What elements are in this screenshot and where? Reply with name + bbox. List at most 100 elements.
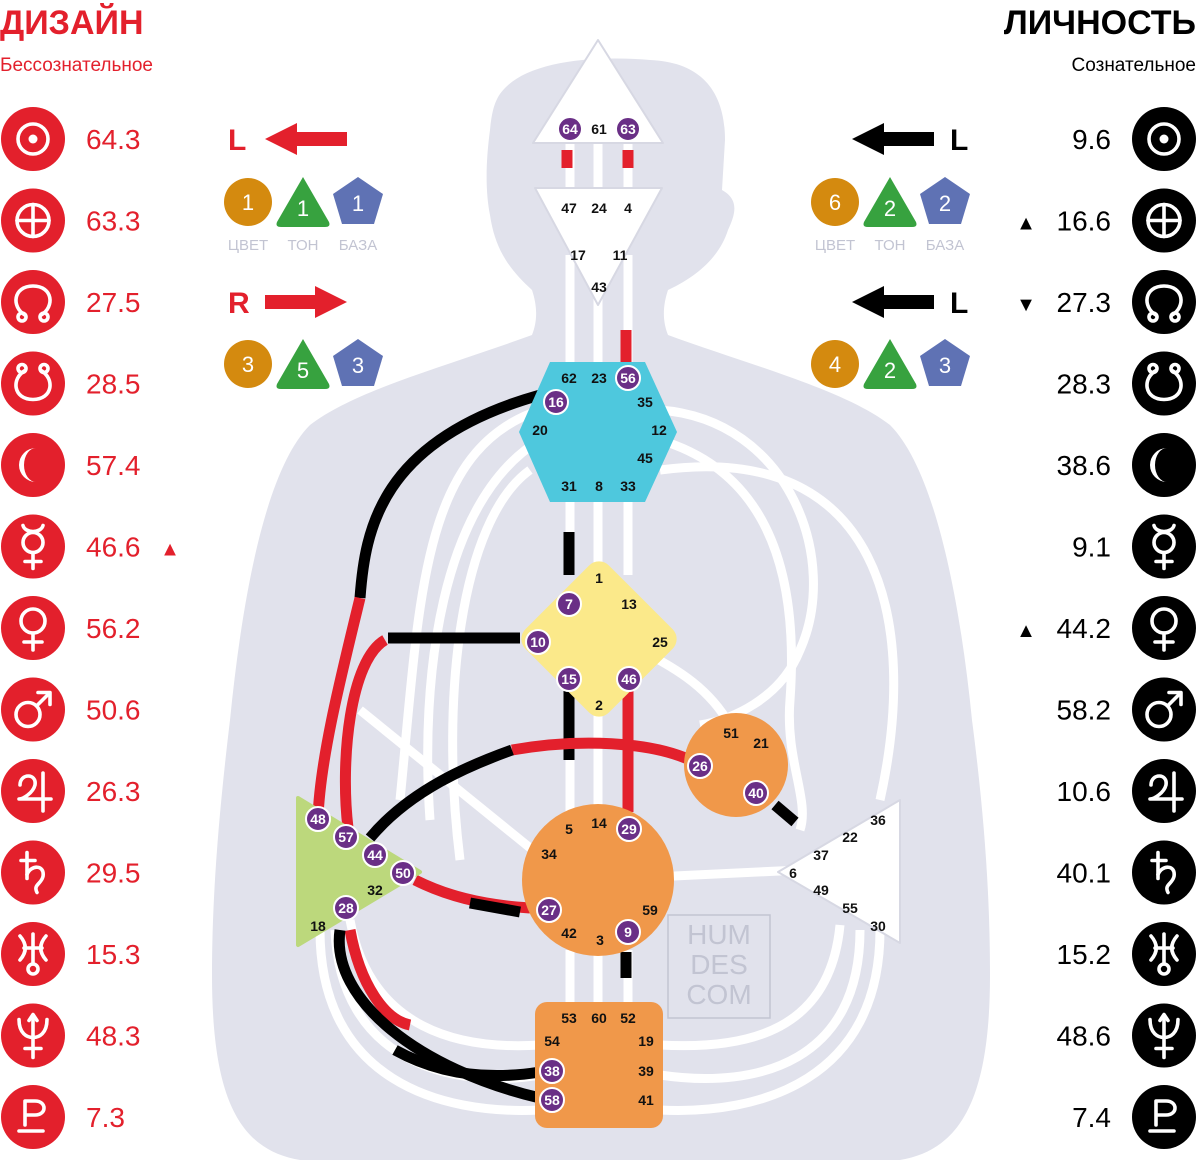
design-planet-value: 50.6 [86, 695, 141, 726]
moon-icon [1132, 433, 1196, 497]
uranus-icon [1, 922, 65, 986]
gate-label-19: 19 [638, 1033, 654, 1049]
gate-59: 59 [642, 902, 658, 918]
gate-12: 12 [651, 422, 667, 438]
mercury-icon [1, 514, 65, 579]
design-planet-row: 56.2 [1, 596, 141, 660]
personality-planet-mark: ▲ [1016, 213, 1036, 235]
gate-label-20: 20 [532, 422, 548, 438]
personality-planet-row: 15.2 [1057, 922, 1196, 986]
design-planet-mark: ▲ [160, 539, 180, 561]
gate-7: 7 [556, 591, 582, 617]
gate-19: 19 [638, 1033, 654, 1049]
south-node-icon [1132, 351, 1196, 416]
gate-label-51: 51 [723, 725, 739, 741]
gate-30: 30 [870, 918, 886, 934]
ajna-center [534, 187, 663, 306]
gate-label-52: 52 [620, 1010, 636, 1026]
gate-label-13: 13 [621, 596, 637, 612]
gate-43: 43 [591, 279, 607, 295]
gate-label-23: 23 [591, 370, 607, 386]
gate-63: 63 [615, 116, 641, 142]
color-value: 1 [242, 190, 254, 215]
sacral-center [522, 804, 674, 956]
personality-title: ЛИЧНОСТЬ [1004, 4, 1196, 42]
design-planet-value: 46.6 [86, 532, 141, 563]
personality-planet-row: 7.4 [1072, 1085, 1196, 1149]
gate-31: 31 [561, 478, 577, 494]
gate-label-30: 30 [870, 918, 886, 934]
gate-14: 14 [591, 815, 607, 831]
gate-37: 37 [813, 847, 829, 863]
watermark: HUM DES COM [667, 914, 771, 1019]
gate-13: 13 [621, 596, 637, 612]
north-node-icon [1, 270, 65, 334]
label-tone: ТОН [288, 237, 319, 254]
personality-planet-value: 38.6 [1057, 450, 1112, 481]
gate-49: 49 [813, 882, 829, 898]
gate-label-40: 40 [748, 785, 764, 801]
gate-label-38: 38 [544, 1063, 560, 1079]
gate-label-10: 10 [530, 634, 546, 650]
gate-label-16: 16 [548, 394, 564, 410]
gate-label-63: 63 [620, 121, 636, 137]
color-circle: 4 [811, 340, 859, 388]
gate-9: 9 [615, 919, 641, 945]
design-title: ДИЗАЙН [0, 3, 144, 42]
saturn-icon [1132, 840, 1196, 905]
gate-10: 10 [525, 629, 551, 655]
gate-label-6: 6 [789, 865, 797, 881]
gate-27: 27 [536, 897, 562, 923]
earth-icon [1132, 188, 1196, 253]
defined-channels [312, 150, 799, 1104]
personality-planet-value: 44.2 [1057, 613, 1112, 644]
gate-label-53: 53 [561, 1010, 577, 1026]
gate-42: 42 [561, 925, 577, 941]
gate-35: 35 [637, 394, 653, 410]
gate-label-14: 14 [591, 815, 607, 831]
gate-label-11: 11 [613, 247, 628, 263]
gate-label-59: 59 [642, 902, 658, 918]
personality-planet-mark: ▼ [1016, 294, 1036, 316]
venus-icon [1, 596, 65, 660]
gate-label-57: 57 [338, 829, 354, 845]
gate-label-4: 4 [624, 200, 632, 216]
personality-planet-row: 9.1 [1072, 514, 1196, 579]
design-planet-row: 27.5 [1, 270, 141, 334]
design-bottom-letter: R [228, 287, 250, 320]
color-value: 3 [242, 352, 254, 377]
tone-value: 5 [297, 358, 309, 383]
personality-planet-row: 44.2 ▲ [1016, 596, 1196, 660]
base-value: 1 [352, 191, 364, 216]
gate-label-60: 60 [591, 1010, 607, 1026]
design-top-letter: L [228, 124, 246, 157]
personality-planet-row: 10.6 [1057, 759, 1196, 823]
tone-triangle: 2 [863, 177, 917, 227]
mars-icon [1, 677, 65, 742]
base-pentagon: 3 [333, 339, 383, 386]
personality-planet-value: 48.6 [1057, 1021, 1112, 1052]
gate-28: 28 [333, 895, 359, 921]
personality-bottom-letter: L [950, 287, 968, 320]
design-planet-value: 29.5 [86, 858, 141, 889]
gate-8: 8 [595, 478, 603, 494]
personality-planet-value: 27.3 [1057, 287, 1112, 318]
base-pentagon: 1 [333, 177, 383, 224]
gate-4: 4 [624, 200, 632, 216]
gate-label-58: 58 [544, 1092, 560, 1108]
svg-text:DES: DES [690, 949, 748, 980]
gate-21: 21 [753, 735, 769, 751]
design-planet-value: 57.4 [86, 450, 141, 481]
personality-planet-mark: ▲ [1016, 620, 1036, 642]
design-planet-row: 28.5 [1, 351, 141, 416]
gate-label-15: 15 [561, 671, 577, 687]
gate-20: 20 [532, 422, 548, 438]
gate-label-39: 39 [638, 1063, 654, 1079]
color-circle: 3 [224, 340, 272, 388]
personality-planet-row: 40.1 [1057, 840, 1196, 905]
jupiter-icon [1132, 759, 1196, 823]
svg-text:HUM: HUM [687, 919, 751, 950]
